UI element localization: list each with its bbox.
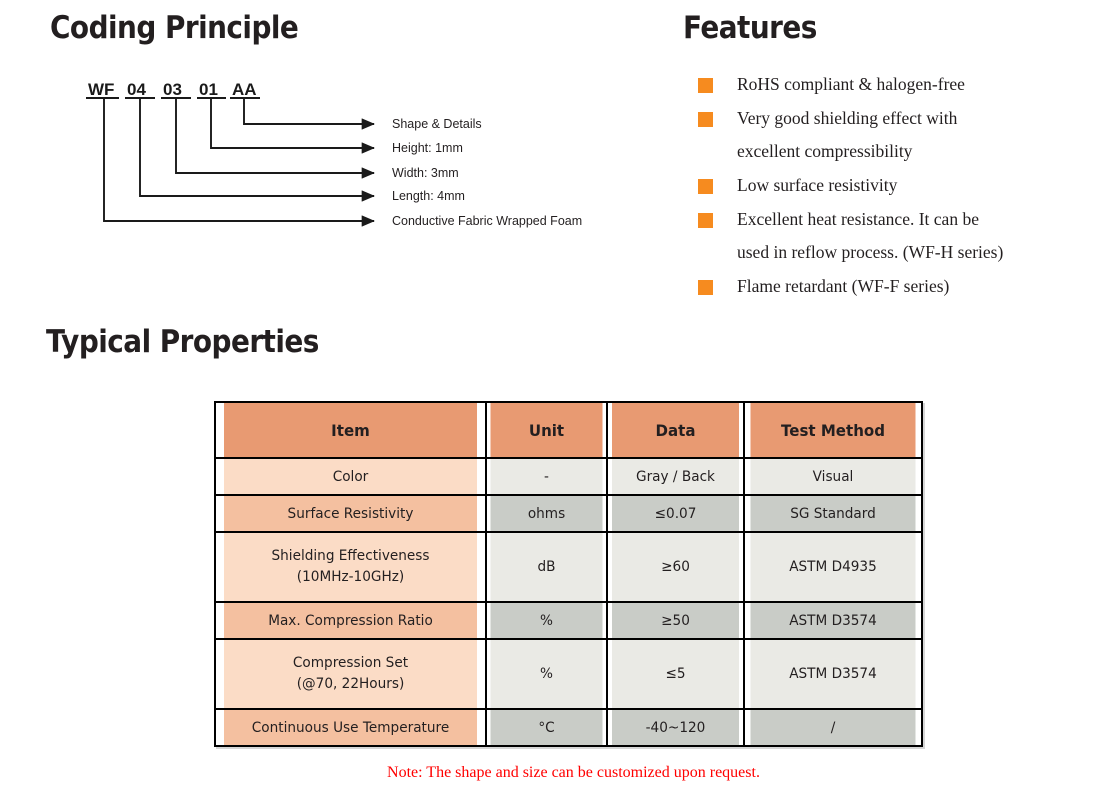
code-segment-shape: AA xyxy=(232,80,257,99)
diagram-label-height: Height: 1mm xyxy=(392,141,463,155)
code-segment-height: 01 xyxy=(199,80,218,99)
cell-unit: % xyxy=(488,601,605,640)
table-row: Continuous Use Temperature °C -40~120 / xyxy=(215,708,922,747)
cell-item: Compression Set (@70, 22Hours) xyxy=(222,638,479,710)
coding-principle-diagram: WF 04 03 01 AA xyxy=(0,0,680,250)
cell-data: Gray / Back xyxy=(610,457,741,496)
column-header-method: Test Method xyxy=(748,401,918,459)
diagram-label-material: Conductive Fabric Wrapped Foam xyxy=(392,214,583,228)
code-segment-prefix: WF xyxy=(88,80,115,99)
features-list: RoHS compliant & halogen-free Very good … xyxy=(695,68,1115,304)
column-header-data: Data xyxy=(610,401,741,459)
bullet-square-icon xyxy=(695,203,737,236)
cell-data: ≥60 xyxy=(610,531,741,603)
coding-principle-heading: Coding Principle xyxy=(50,10,299,46)
bullet-square-icon xyxy=(695,169,737,202)
cell-item: Shielding Effectiveness (10MHz-10GHz) xyxy=(222,531,479,603)
table-row: Surface Resistivity ohms ≤0.07 SG Standa… xyxy=(215,494,922,533)
cell-unit: - xyxy=(488,457,605,496)
column-header-unit: Unit xyxy=(488,401,605,459)
table-header-row: Item Unit Data Test Method xyxy=(215,401,922,459)
cell-data: -40~120 xyxy=(610,708,741,747)
feature-item: Excellent heat resistance. It can be use… xyxy=(695,203,1115,269)
table-row: Color - Gray / Back Visual xyxy=(215,457,922,496)
cell-item: Surface Resistivity xyxy=(222,494,479,533)
diagram-label-length: Length: 4mm xyxy=(392,189,465,203)
typical-properties-heading: Typical Properties xyxy=(46,324,319,360)
feature-text: RoHS compliant & halogen-free xyxy=(737,74,965,94)
code-segment-width: 03 xyxy=(163,80,182,99)
cell-data: ≤0.07 xyxy=(610,494,741,533)
column-header-item: Item xyxy=(222,401,479,459)
cell-unit: ohms xyxy=(488,494,605,533)
coding-leader-lines xyxy=(86,97,375,227)
feature-text: Excellent heat resistance. It can be use… xyxy=(737,209,1004,262)
feature-item: Flame retardant (WF-F series) xyxy=(695,270,1115,303)
table-row: Shielding Effectiveness (10MHz-10GHz) dB… xyxy=(215,531,922,603)
feature-item: Low surface resistivity xyxy=(695,169,1115,202)
feature-text: Low surface resistivity xyxy=(737,175,898,195)
table-note: Note: The shape and size can be customiz… xyxy=(387,764,760,781)
cell-method: ASTM D3574 xyxy=(748,601,918,640)
cell-method: Visual xyxy=(748,457,918,496)
cell-item: Color xyxy=(222,457,479,496)
cell-item: Continuous Use Temperature xyxy=(222,708,479,747)
bullet-square-icon xyxy=(695,270,737,303)
diagram-label-shape: Shape & Details xyxy=(392,117,482,131)
cell-unit: % xyxy=(488,638,605,710)
table-row: Max. Compression Ratio % ≥50 ASTM D3574 xyxy=(215,601,922,640)
feature-item: RoHS compliant & halogen-free xyxy=(695,68,1115,101)
features-heading: Features xyxy=(683,10,817,46)
code-segment-length: 04 xyxy=(127,80,146,99)
cell-method: SG Standard xyxy=(748,494,918,533)
diagram-label-width: Width: 3mm xyxy=(392,166,459,180)
table-row: Compression Set (@70, 22Hours) % ≤5 ASTM… xyxy=(215,638,922,710)
cell-unit: °C xyxy=(488,708,605,747)
feature-text: Very good shielding effect with excellen… xyxy=(737,108,958,161)
cell-method: ASTM D3574 xyxy=(748,638,918,710)
bullet-square-icon xyxy=(695,102,737,135)
cell-method: ASTM D4935 xyxy=(748,531,918,603)
typical-properties-table: Item Unit Data Test Method Color - Gray … xyxy=(214,401,923,747)
cell-method: / xyxy=(748,708,918,747)
cell-data: ≤5 xyxy=(610,638,741,710)
cell-item: Max. Compression Ratio xyxy=(222,601,479,640)
cell-data: ≥50 xyxy=(610,601,741,640)
bullet-square-icon xyxy=(695,68,737,101)
feature-item: Very good shielding effect with excellen… xyxy=(695,102,1115,168)
feature-text: Flame retardant (WF-F series) xyxy=(737,276,950,296)
cell-unit: dB xyxy=(488,531,605,603)
